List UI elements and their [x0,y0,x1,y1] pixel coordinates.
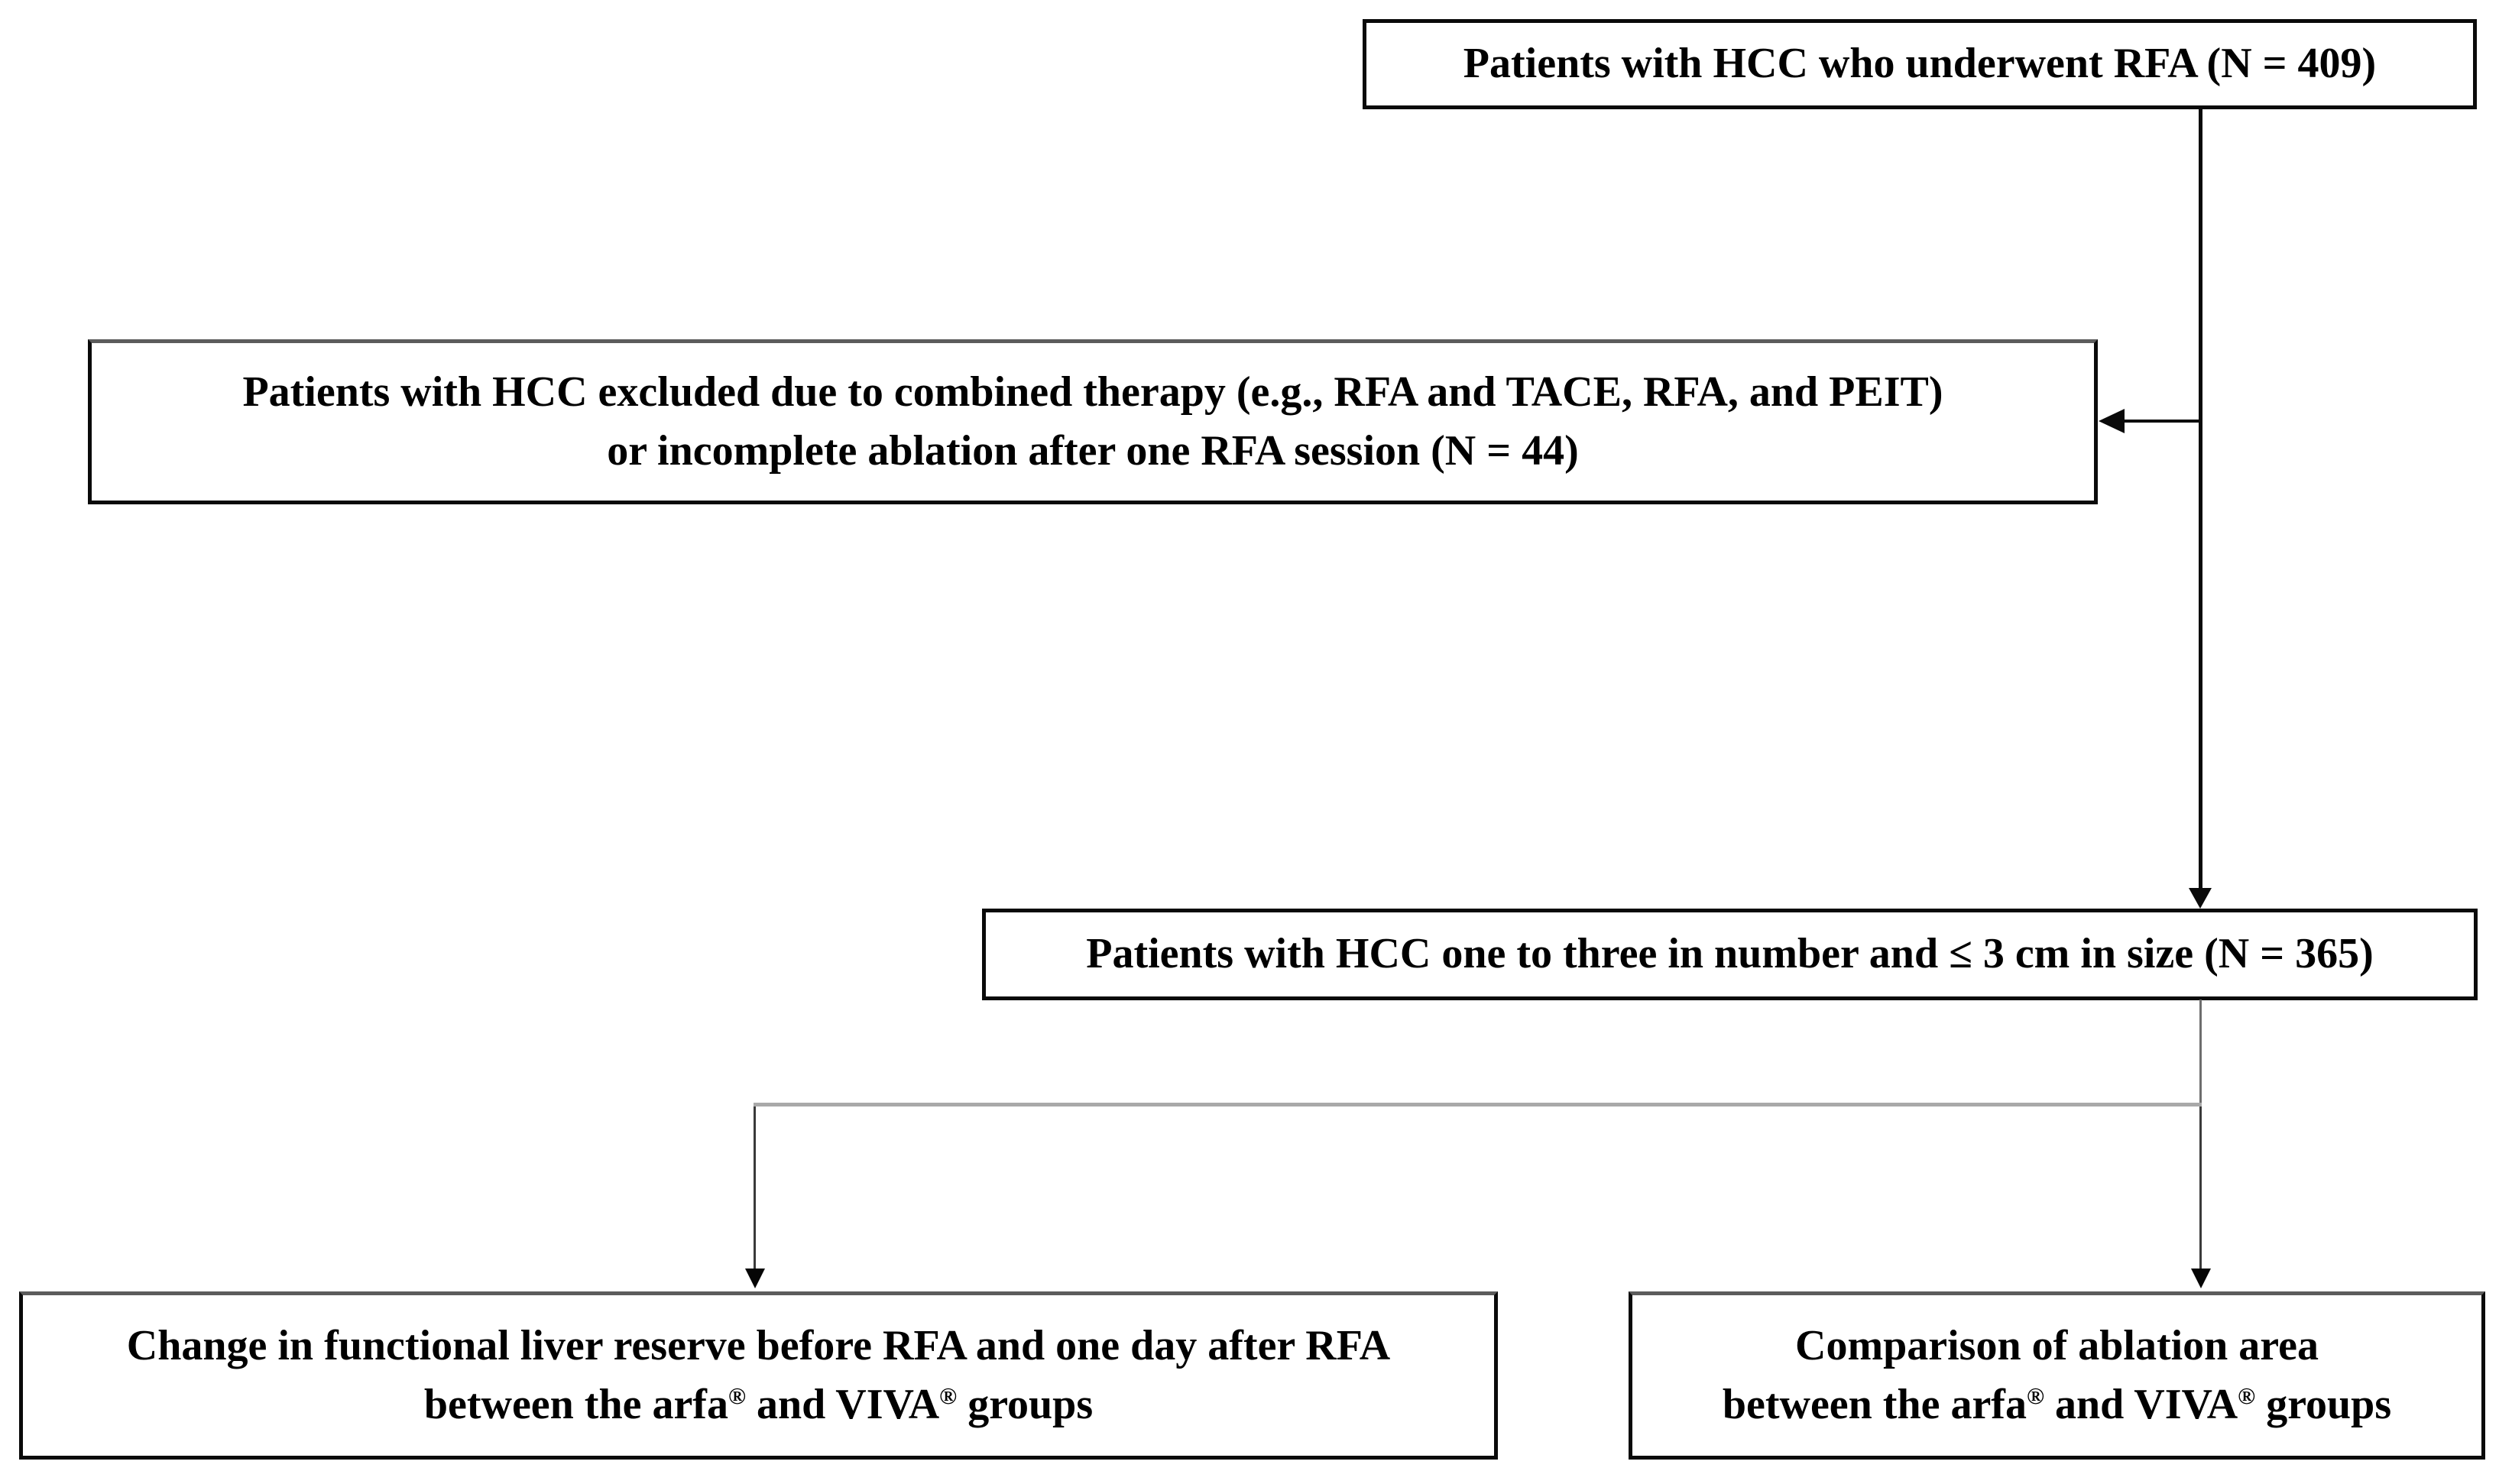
arrow-down-icon [2189,888,2212,909]
flow-box-text-line1: Patients with HCC excluded due to combin… [242,368,1943,416]
flow-box-excluded-patients: Patients with HCC excluded due to combin… [88,339,2098,504]
text-segment: groups [2255,1381,2392,1428]
flow-box-patients-underwent-rfa: Patients with HCC who underwent RFA (N =… [1363,19,2477,109]
connector-main-vertical-line [2199,109,2202,889]
text-segment: between the arfa [1722,1381,2027,1428]
flow-box-text-line2: or incomplete ablation after one RFA ses… [607,427,1579,475]
connector-right-drop-line [2199,1107,2202,1269]
arrow-down-icon [2191,1269,2211,1288]
flow-box-outcome-ablation-area: Comparison of ablation area between the … [1629,1291,2485,1460]
flow-box-text-line2: between the arfa® and VIVA® groups [1723,1375,2391,1434]
registered-trademark-superscript: ® [939,1382,958,1409]
connector-left-drop-line [754,1107,756,1269]
flow-box-eligible-patients: Patients with HCC one to three in number… [982,909,2478,1000]
arrow-left-icon [2099,409,2125,433]
flow-box-text: Patients with HCC one to three in number… [1086,930,2374,978]
registered-trademark-superscript: ® [2026,1382,2044,1409]
connector-exclusion-line [2124,420,2200,423]
flow-box-outcome-liver-reserve: Change in functional liver reserve befor… [19,1291,1498,1460]
text-segment: and VIVA [2044,1381,2238,1428]
registered-trademark-superscript: ® [728,1382,746,1409]
text-segment: groups [957,1381,1094,1428]
flow-box-text: Patients with HCC who underwent RFA (N =… [1463,40,2377,88]
connector-branch-stem-line [2199,1000,2202,1105]
connector-branch-horizontal-line [754,1103,2202,1107]
registered-trademark-superscript: ® [2238,1382,2256,1409]
flow-box-text-line1: Change in functional liver reserve befor… [126,1321,1391,1369]
flow-box-text-line2: between the arfa® and VIVA® groups [424,1375,1093,1434]
flow-box-text-line1: Comparison of ablation area [1795,1321,2319,1369]
arrow-down-icon [745,1269,765,1288]
text-segment: between the arfa [423,1381,728,1428]
text-segment: and VIVA [745,1381,940,1428]
